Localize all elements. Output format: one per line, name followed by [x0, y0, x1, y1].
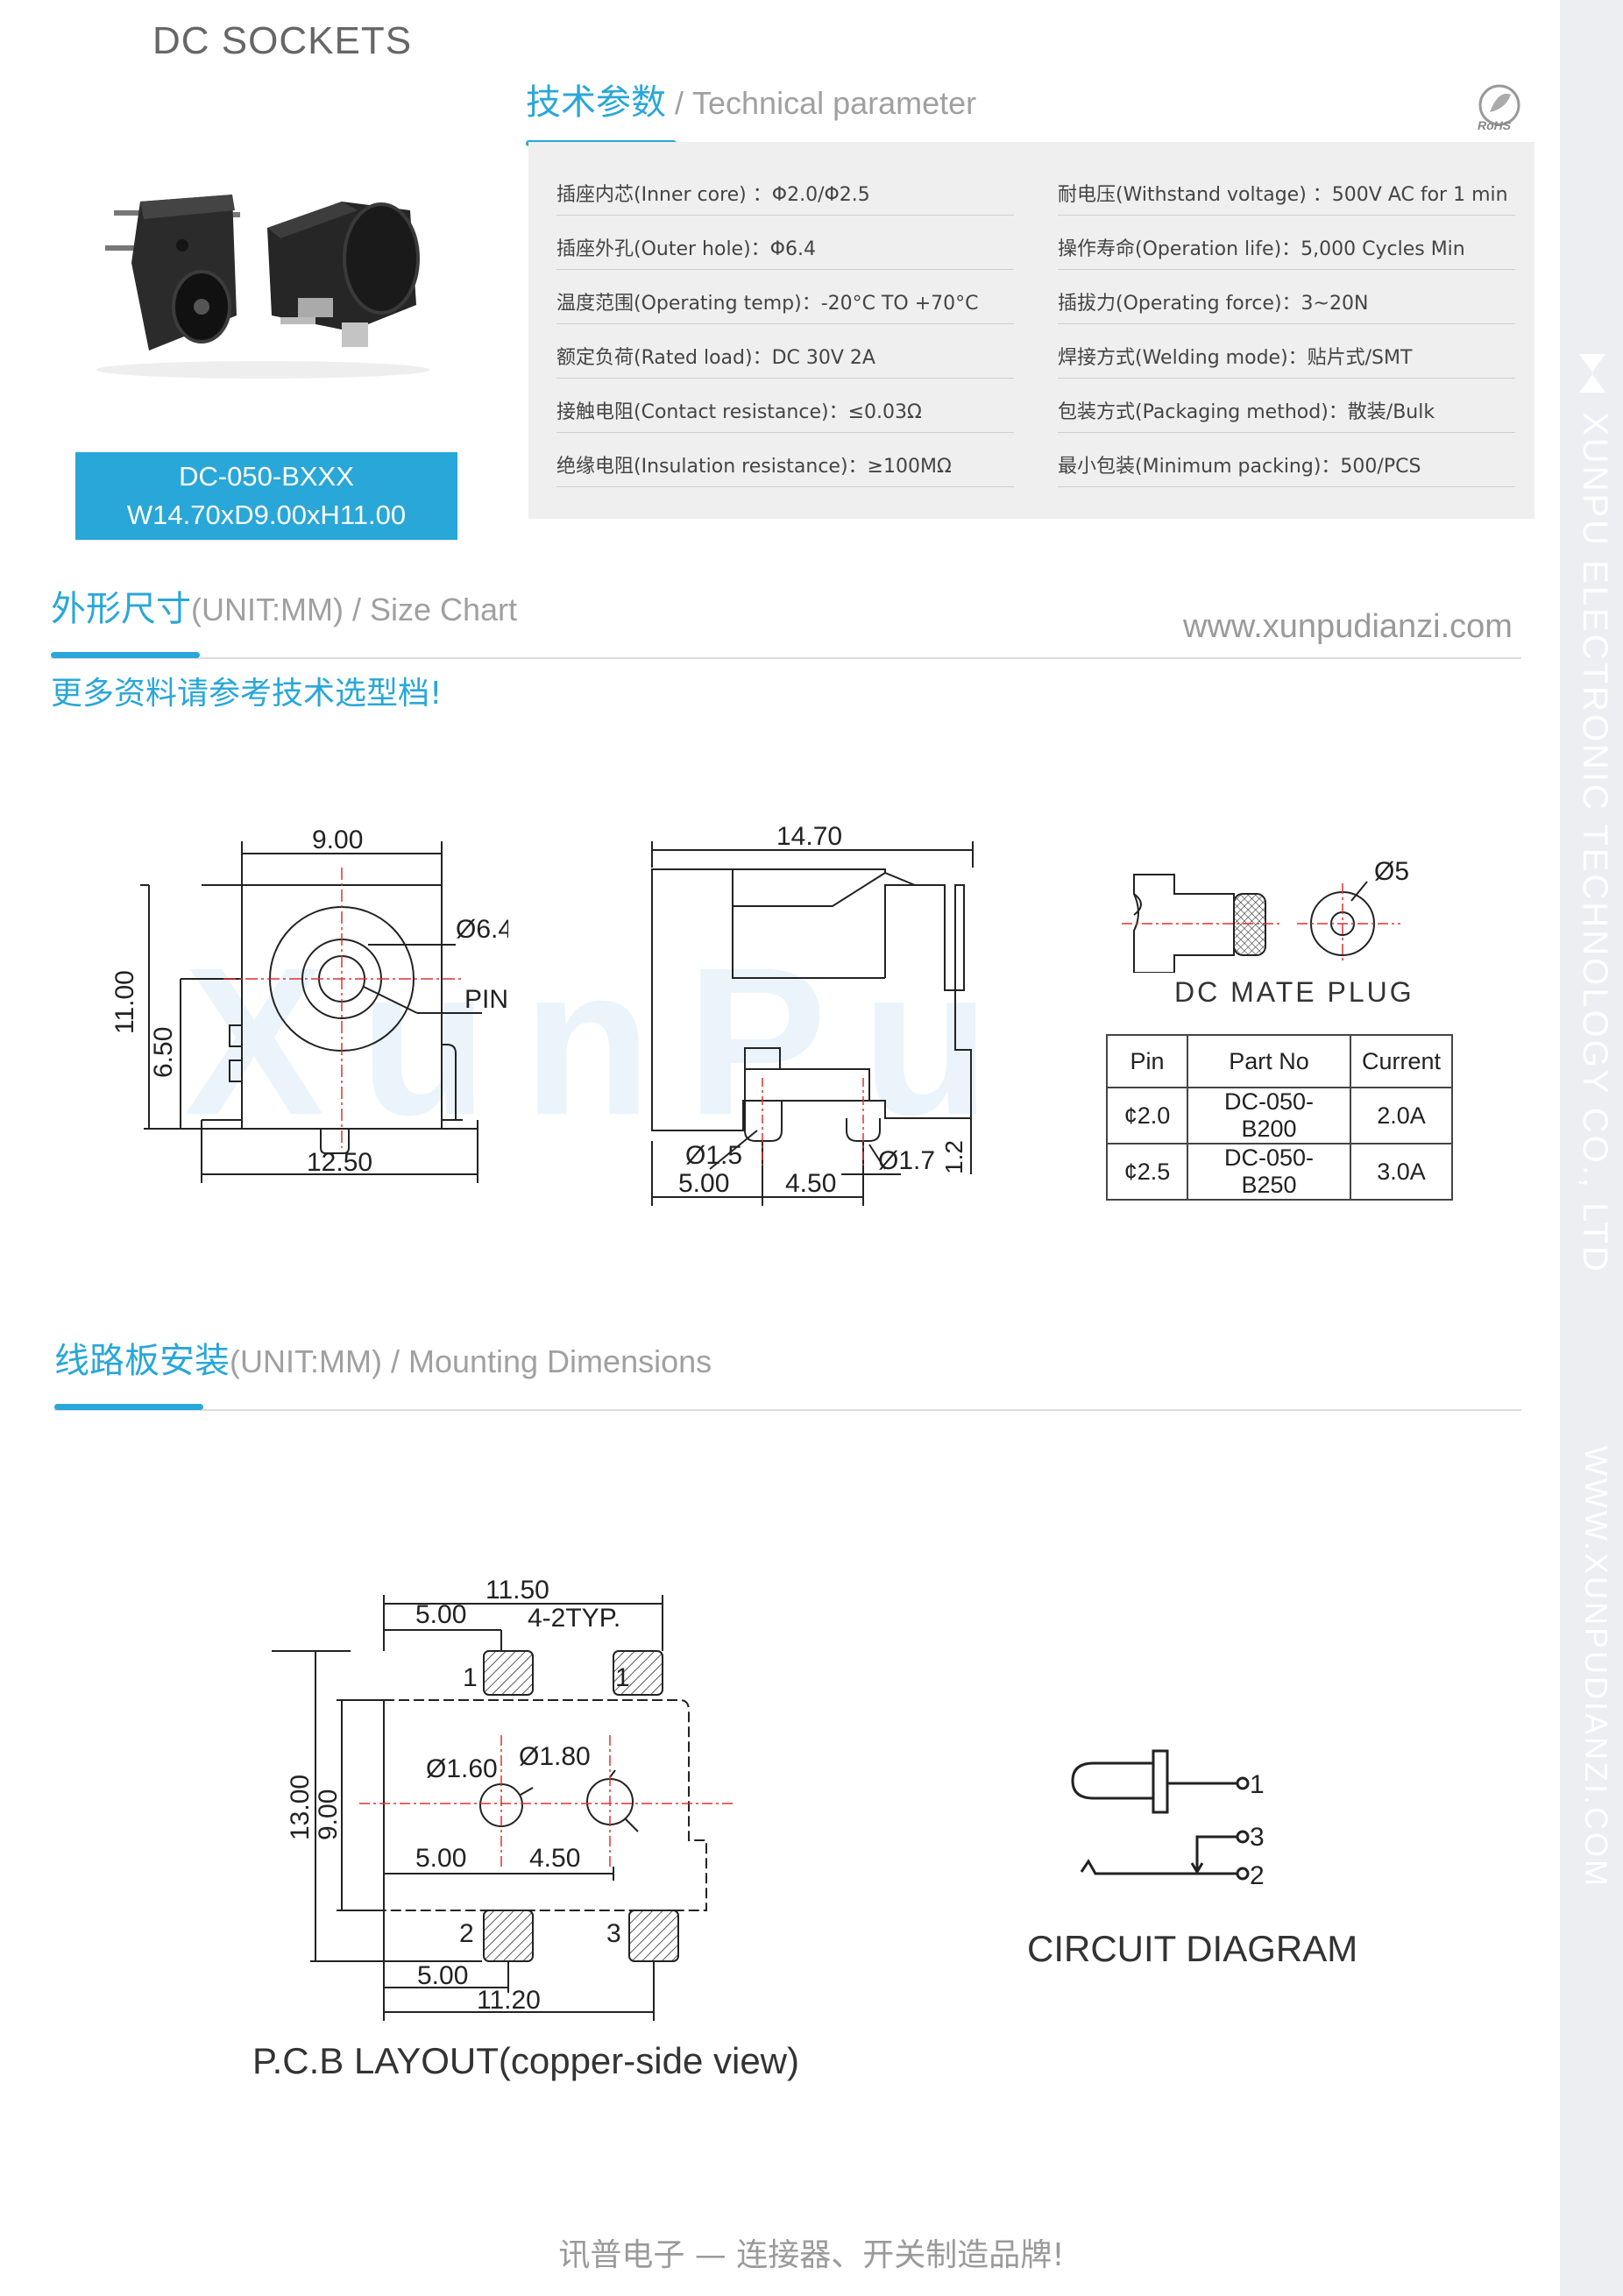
pin-label: PIN: [464, 985, 508, 1014]
col-part-no: Part No: [1187, 1034, 1351, 1088]
tech-title: 技术参数 / Technical parameter: [526, 74, 976, 124]
dim-pcb-width: 11.50: [485, 1577, 549, 1605]
param-box: 插座内芯(Inner core) ：Φ2.0/Φ2.5 插座外孔(Outer h…: [528, 142, 1534, 519]
mount-title-cn: 线路板安装: [54, 1341, 230, 1381]
dim-pcb-height: 13.00: [286, 1775, 315, 1840]
pcb-caption: P.C.B LAYOUT(copper-side view): [252, 2040, 799, 2081]
dim-pcb-w2: 11.20: [477, 1986, 541, 2015]
dim-front-height2: 6.50: [149, 1027, 178, 1078]
company-logo-icon: [1579, 354, 1605, 393]
param-row: 插座外孔(Outer hole)：Φ6.4: [556, 216, 1014, 270]
param-row: 操作寿命(Operation life)：5,000 Cycles Min: [1058, 216, 1515, 270]
circuit-caption: CIRCUIT DIAGRAM: [1027, 1928, 1358, 1969]
dim-pcb-b: 5.00: [417, 1961, 468, 1990]
sidebar: XUNPU ELECTRONIC TECHNOLOGY CO., LTD WWW…: [1560, 0, 1623, 2296]
dim-pcb-typ: 4-2TYP.: [528, 1604, 620, 1633]
table-row: ¢2.5 DC-050-B250 3.0A: [1106, 1143, 1454, 1201]
dim-pcb-a: 5.00: [415, 1600, 466, 1629]
dim-side-width: 14.70: [776, 822, 842, 851]
param-row: 插拔力(Operating force)：3~20N: [1058, 270, 1515, 324]
mate-plug-drawing: Ø5.5: [1122, 857, 1411, 973]
product-photo: [96, 195, 429, 379]
dim-front-height: 11.00: [114, 970, 139, 1034]
dim-front-dia: Ø6.40: [456, 915, 508, 944]
front-view-drawing: 9.00 Ø6.40 PIN 11.00 6.50 12.50: [114, 826, 508, 1183]
col-current: Current: [1349, 1034, 1454, 1088]
dim-side-a: 5.00: [678, 1169, 729, 1198]
dim-pcb-d2: Ø1.80: [519, 1742, 591, 1771]
side-view-drawing: 14.70 Ø1.5 Ø1.7 1.2 5.00 4.50: [651, 822, 974, 1206]
param-row: 最小包装(Minimum packing)：500/PCS: [1058, 433, 1515, 487]
footer-slogan: 讯普电子 — 连接器、开关制造品牌!: [558, 2237, 1065, 2273]
tech-title-cn: 技术参数: [526, 82, 666, 123]
param-row: 温度范围(Operating temp)：-20°C TO +70°C: [556, 270, 1014, 324]
dim-front-base: 12.50: [307, 1148, 372, 1177]
pad-3-label: 3: [606, 1919, 621, 1948]
model-dimensions: W14.70xD9.00xH11.00: [126, 500, 407, 530]
dim-side-d1: Ø1.5: [685, 1141, 742, 1170]
document-title: DC SOCKETS: [152, 19, 413, 62]
dim-pcb-d1: Ø1.60: [426, 1754, 498, 1783]
sidebar-company: XUNPU ELECTRONIC TECHNOLOGY CO., LTD: [1576, 412, 1614, 1274]
rohs-label: RoHS: [1478, 118, 1512, 132]
param-row: 接触电阻(Contact resistance)：≤0.03Ω: [556, 379, 1014, 433]
param-row: 插座内芯(Inner core) ：Φ2.0/Φ2.5: [556, 161, 1014, 216]
dim-side-b: 4.50: [785, 1169, 836, 1198]
param-row: 绝缘电阻(Insulation resistance)：≥100MΩ: [556, 433, 1014, 487]
model-name: DC-050-BXXX: [179, 461, 354, 492]
mount-title-en: (UNIT:MM) / Mounting Dimensions: [230, 1343, 712, 1379]
rohs-icon: RoHS: [1474, 82, 1525, 133]
circuit-pin-3: 3: [1250, 1823, 1265, 1852]
dim-pcb-height2: 9.00: [314, 1789, 343, 1840]
plug-table: Pin Part No Current ¢2.0 DC-050-B200 2.0…: [1106, 1034, 1454, 1201]
circuit-diagram: 1 3 2: [1071, 1749, 1265, 1890]
param-row: 包装方式(Packaging method)：散装/Bulk: [1058, 379, 1515, 433]
sidebar-url: WWW.XUNPUDIANZI.COM: [1578, 1446, 1614, 1889]
param-row: 焊接方式(Welding mode)：贴片式/SMT: [1058, 324, 1515, 379]
plug-table-header: Pin Part No Current: [1106, 1034, 1454, 1088]
dim-front-width: 9.00: [312, 826, 363, 854]
dim-side-d2: Ø1.7: [878, 1146, 935, 1175]
param-row: 耐电压(Withstand voltage) ：500V AC for 1 mi…: [1058, 161, 1515, 216]
col-pin: Pin: [1106, 1034, 1188, 1088]
circuit-pin-1: 1: [1250, 1770, 1265, 1799]
size-rule-accent: [51, 652, 200, 658]
mount-rule: [54, 1409, 1521, 1411]
tech-title-en: / Technical parameter: [666, 85, 977, 121]
size-rule: [51, 657, 1521, 659]
pad-2-label: 2: [459, 1919, 474, 1948]
param-row: 额定负荷(Rated load)：DC 30V 2A: [556, 324, 1014, 379]
dim-side-h: 1.2: [940, 1140, 967, 1174]
pad-1b-label: 1: [615, 1663, 630, 1692]
website: www.xunpudianzi.com: [1183, 608, 1513, 645]
mate-plug-label: DC MATE PLUG: [1174, 976, 1414, 1008]
watermark: XunPu: [184, 924, 1025, 1159]
dim-pcb-x1: 5.00: [415, 1844, 466, 1873]
size-title-cn: 外形尺寸: [51, 589, 191, 629]
dim-pcb-x2: 4.50: [529, 1844, 580, 1873]
mount-title: 线路板安装(UNIT:MM) / Mounting Dimensions: [54, 1332, 712, 1383]
table-row: ¢2.0 DC-050-B200 2.0A: [1106, 1087, 1454, 1144]
size-title: 外形尺寸(UNIT:MM) / Size Chart: [51, 580, 517, 631]
model-box: DC-050-BXXX W14.70xD9.00xH11.00: [75, 452, 457, 540]
size-title-en: (UNIT:MM) / Size Chart: [191, 592, 518, 627]
pad-1-label: 1: [463, 1663, 478, 1692]
circuit-pin-2: 2: [1250, 1861, 1265, 1890]
dim-plug-dia: Ø5.5: [1374, 857, 1411, 886]
reference-note: 更多资料请参考技术选型档!: [51, 676, 443, 712]
mount-rule-accent: [54, 1404, 203, 1410]
pcb-layout-drawing: 11.50 5.00 4-2TYP. 1 1 Ø1.60 Ø1.80 13.00…: [272, 1577, 736, 2021]
